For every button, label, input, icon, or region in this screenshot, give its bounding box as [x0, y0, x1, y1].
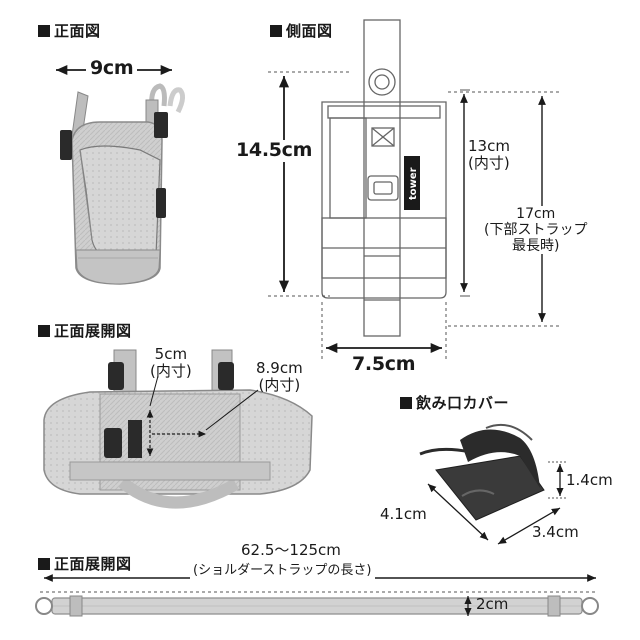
- side-view-holder: [321, 19, 447, 337]
- heading-side-view: 側面図: [270, 20, 333, 41]
- strap-length-label: 62.5～125cm: [238, 541, 344, 560]
- cap-depth-arrow: [497, 507, 561, 545]
- cap-depth-label: 3.4cm: [532, 523, 579, 541]
- square-bullet-icon: [38, 557, 50, 570]
- side-height-label: 14.5cm: [236, 139, 313, 162]
- square-bullet-icon: [400, 396, 412, 409]
- side-view-guides: [268, 71, 560, 360]
- cap-width-arrow: [427, 483, 489, 541]
- heading-cap-cover: 飲み口カバー: [400, 392, 509, 413]
- open-inner-b-label: 8.9cm (内寸): [256, 359, 303, 395]
- shoulder-strap: [35, 595, 599, 617]
- cap-cover-part: [419, 424, 545, 521]
- heading-strap-view: 正面展開図: [38, 553, 132, 574]
- square-bullet-icon: [270, 24, 282, 37]
- open-view-holder: [43, 349, 313, 509]
- front-width-label: 9cm: [86, 57, 138, 80]
- side-max-height-label: 17cm (下部ストラップ 最長時): [484, 206, 588, 255]
- heading-front-view: 正面図: [38, 20, 101, 41]
- open-inner-a-label: 5cm (内寸): [150, 345, 192, 381]
- side-depth-label: 7.5cm: [352, 353, 416, 375]
- cap-height-label: 1.4cm: [566, 471, 613, 489]
- brand-tag: [404, 156, 420, 210]
- square-bullet-icon: [38, 24, 50, 37]
- heading-front-open-view: 正面展開図: [38, 320, 132, 341]
- side-inner-height-label: 13cm (内寸): [468, 137, 510, 173]
- strap-length-note: (ショルダーストラップの長さ): [190, 563, 375, 579]
- square-bullet-icon: [38, 324, 50, 337]
- brand-tag-text: tower: [408, 167, 419, 201]
- strap-width-label: 2cm: [476, 595, 509, 613]
- front-view-holder: [60, 83, 186, 285]
- cap-width-label: 4.1cm: [380, 505, 427, 523]
